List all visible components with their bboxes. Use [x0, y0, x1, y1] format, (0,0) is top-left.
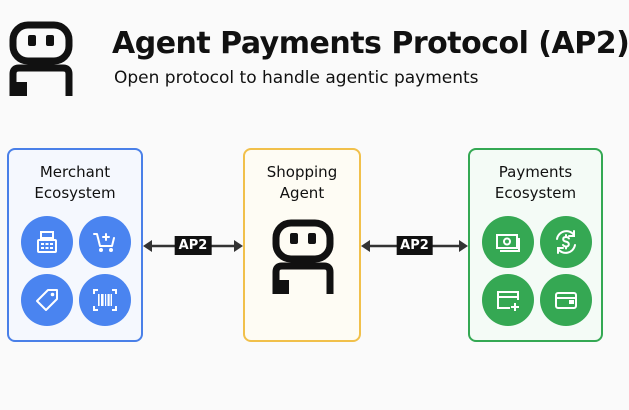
- currency-exchange-icon: [540, 216, 592, 268]
- barcode-icon: [79, 274, 131, 326]
- shopping-agent-label: Shopping Agent: [266, 163, 338, 202]
- payments-ecosystem-label: Payments Ecosystem: [494, 163, 577, 202]
- robot-icon: [272, 219, 334, 294]
- wallet-icon: [540, 274, 592, 326]
- add-to-cart-icon: [79, 216, 131, 268]
- banknote-icon: [482, 216, 534, 268]
- ap2-badge: AP2: [174, 236, 212, 255]
- shopping-agent-box: Shopping Agent: [243, 148, 361, 342]
- ap2-badge: AP2: [396, 236, 433, 255]
- page-title: Agent Payments Protocol (AP2): [112, 26, 629, 61]
- page-subtitle: Open protocol to handle agentic payments: [114, 68, 479, 88]
- robot-logo-icon: [9, 21, 73, 96]
- add-card-icon: [482, 274, 534, 326]
- payments-ecosystem-box: Payments Ecosystem: [468, 148, 603, 342]
- price-tag-icon: [21, 274, 73, 326]
- merchant-ecosystem-box: Merchant Ecosystem: [7, 148, 143, 342]
- merchant-ecosystem-label: Merchant Ecosystem: [34, 163, 116, 202]
- cash-register-icon: [21, 216, 73, 268]
- ap2-connector-left: AP2: [143, 226, 243, 266]
- ap2-connector-right: AP2: [361, 226, 468, 266]
